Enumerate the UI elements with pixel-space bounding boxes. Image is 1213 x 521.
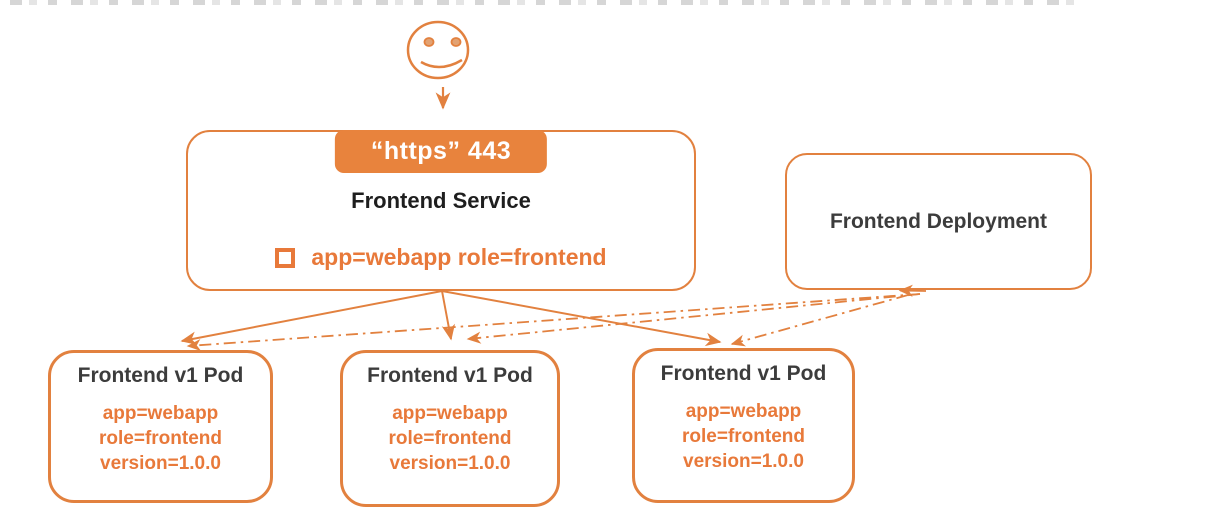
frontend-pod-2: Frontend v1 Pod app=webapp role=frontend… — [340, 350, 560, 507]
deployment-to-pod-arrows — [186, 293, 921, 352]
frontend-pod-3: Frontend v1 Pod app=webapp role=frontend… — [632, 348, 855, 503]
pod-labels: app=webapp role=frontend version=1.0.0 — [389, 401, 512, 476]
frontend-service-box: “https” 443 Frontend Service app=webapp … — [186, 130, 696, 291]
pod-label: version=1.0.0 — [389, 453, 511, 474]
pod-label: role=frontend — [388, 428, 512, 449]
deployment-title: Frontend Deployment — [829, 209, 1047, 233]
pod-label: app=webapp — [102, 403, 219, 424]
cropped-text-artifact — [10, 0, 1085, 5]
port-badge: “https” 443 — [334, 130, 548, 173]
pod-title: Frontend v1 Pod — [77, 364, 244, 387]
service-selector-label: app=webapp role=frontend — [311, 244, 607, 270]
pod-label: version=1.0.0 — [100, 453, 221, 474]
service-selector-row: app=webapp role=frontend — [275, 244, 607, 271]
pod-labels: app=webapp role=frontend version=1.0.0 — [682, 399, 805, 474]
pod-label: role=frontend — [99, 428, 222, 449]
pod-label: app=webapp — [392, 403, 508, 424]
service-to-pod-arrows — [180, 290, 722, 347]
pod-label: role=frontend — [682, 426, 805, 447]
pod-title: Frontend v1 Pod — [367, 364, 533, 387]
pod-title: Frontend v1 Pod — [660, 362, 827, 385]
service-title: Frontend Service — [351, 188, 531, 213]
frontend-pod-1: Frontend v1 Pod app=webapp role=frontend… — [48, 350, 273, 503]
smiley-face-icon — [406, 20, 470, 80]
label-square-icon — [275, 247, 296, 268]
deployment-anchor-arrowhead — [898, 284, 927, 297]
pod-labels: app=webapp role=frontend version=1.0.0 — [99, 401, 222, 476]
frontend-deployment-box: Frontend Deployment — [785, 153, 1092, 290]
pod-label: app=webapp — [685, 401, 802, 422]
pod-label: version=1.0.0 — [683, 451, 804, 472]
